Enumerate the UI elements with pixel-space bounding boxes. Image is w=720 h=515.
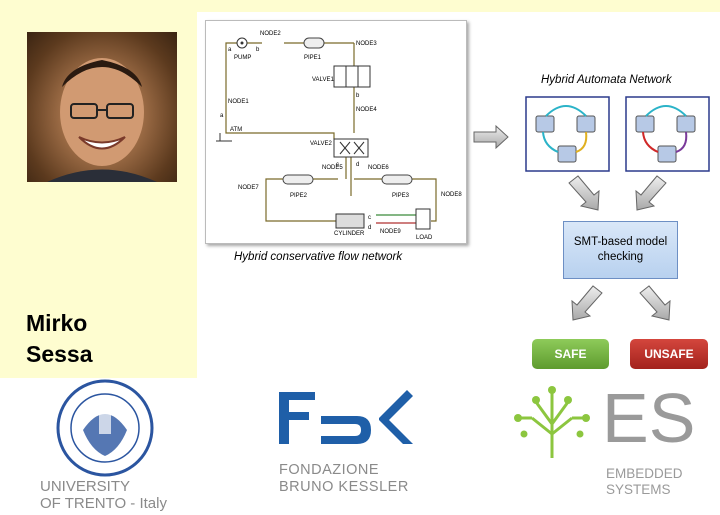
portrait-image	[47, 58, 157, 182]
safe-label: SAFE	[554, 347, 587, 361]
unsafe-result: UNSAFE	[630, 339, 708, 369]
pipe2-icon	[282, 174, 314, 185]
automata-caption: Hybrid Automata Network	[541, 74, 672, 86]
trento-line1: UNIVERSITY	[40, 478, 131, 495]
pipe3-icon	[381, 174, 413, 185]
load-icon	[415, 208, 431, 230]
es-line2: SYSTEMS	[606, 482, 671, 497]
smt-model-checking-box: SMT-based model checking	[563, 221, 678, 279]
flow-network-diagram: NODE2 NODE3 PUMP PIPE1 VALVE1 NODE1 NODE…	[205, 20, 467, 244]
fbk-wordmark: FONDAZIONE BRUNO KESSLER	[279, 462, 409, 496]
label-node4: NODE4	[356, 107, 377, 113]
label-load: LOAD	[416, 235, 433, 241]
presenter-last-name: Sessa	[26, 341, 93, 367]
label-valve2: VALVE2	[310, 141, 332, 147]
es-wordmark: EMBEDDED SYSTEMS	[606, 466, 683, 498]
presenter-first-name: Mirko	[26, 310, 88, 336]
valve2-icon	[333, 138, 369, 158]
unsafe-label: UNSAFE	[644, 347, 694, 361]
label-node3: NODE3	[356, 41, 377, 47]
pipe1-icon	[303, 37, 325, 49]
trento-seal-logo	[56, 379, 154, 477]
port-label: a	[220, 113, 224, 119]
port-label: b	[356, 93, 360, 99]
port-label: b	[256, 47, 260, 53]
cylinder-icon	[335, 213, 365, 229]
flow-network-schematic: NODE2 NODE3 PUMP PIPE1 VALVE1 NODE1 NODE…	[216, 31, 462, 241]
presenter-name: Mirko Sessa	[26, 308, 93, 370]
safe-result: SAFE	[532, 339, 609, 369]
label-node8: NODE8	[441, 192, 462, 198]
label-cylinder: CYLINDER	[334, 231, 365, 237]
label-node6: NODE6	[368, 165, 389, 171]
presenter-photo	[27, 32, 177, 182]
label-pump: PUMP	[234, 55, 251, 61]
es-circuit-tree-icon	[514, 386, 590, 458]
flow-network-caption: Hybrid conservative flow network	[234, 251, 403, 263]
port-label: c	[336, 162, 339, 168]
es-mark: ES	[602, 379, 696, 457]
label-atm: ATM	[230, 127, 242, 133]
label-valve1: VALVE1	[312, 77, 334, 83]
label-pipe1: PIPE1	[304, 55, 322, 61]
fbk-line1: FONDAZIONE	[279, 462, 380, 478]
label-pipe3: PIPE3	[392, 193, 410, 199]
port-label: a	[228, 47, 232, 53]
trento-wordmark: UNIVERSITY OF TRENTO - Italy	[40, 478, 167, 512]
fbk-line2: BRUNO KESSLER	[279, 479, 409, 495]
smt-label: SMT-based model checking	[573, 236, 668, 263]
label-node5: NODE5	[322, 165, 343, 171]
label-node2: NODE2	[260, 31, 281, 37]
label-node7: NODE7	[238, 185, 259, 191]
fbk-logo	[279, 390, 413, 444]
valve1-icon	[333, 65, 371, 88]
label-node9: NODE9	[380, 229, 401, 235]
port-label: c	[368, 215, 371, 221]
port-label: d	[356, 162, 359, 168]
label-node1: NODE1	[228, 99, 249, 105]
port-label: d	[368, 225, 371, 231]
label-pipe2: PIPE2	[290, 193, 308, 199]
trento-line2: OF TRENTO - Italy	[40, 495, 167, 512]
es-line1: EMBEDDED	[606, 466, 683, 481]
